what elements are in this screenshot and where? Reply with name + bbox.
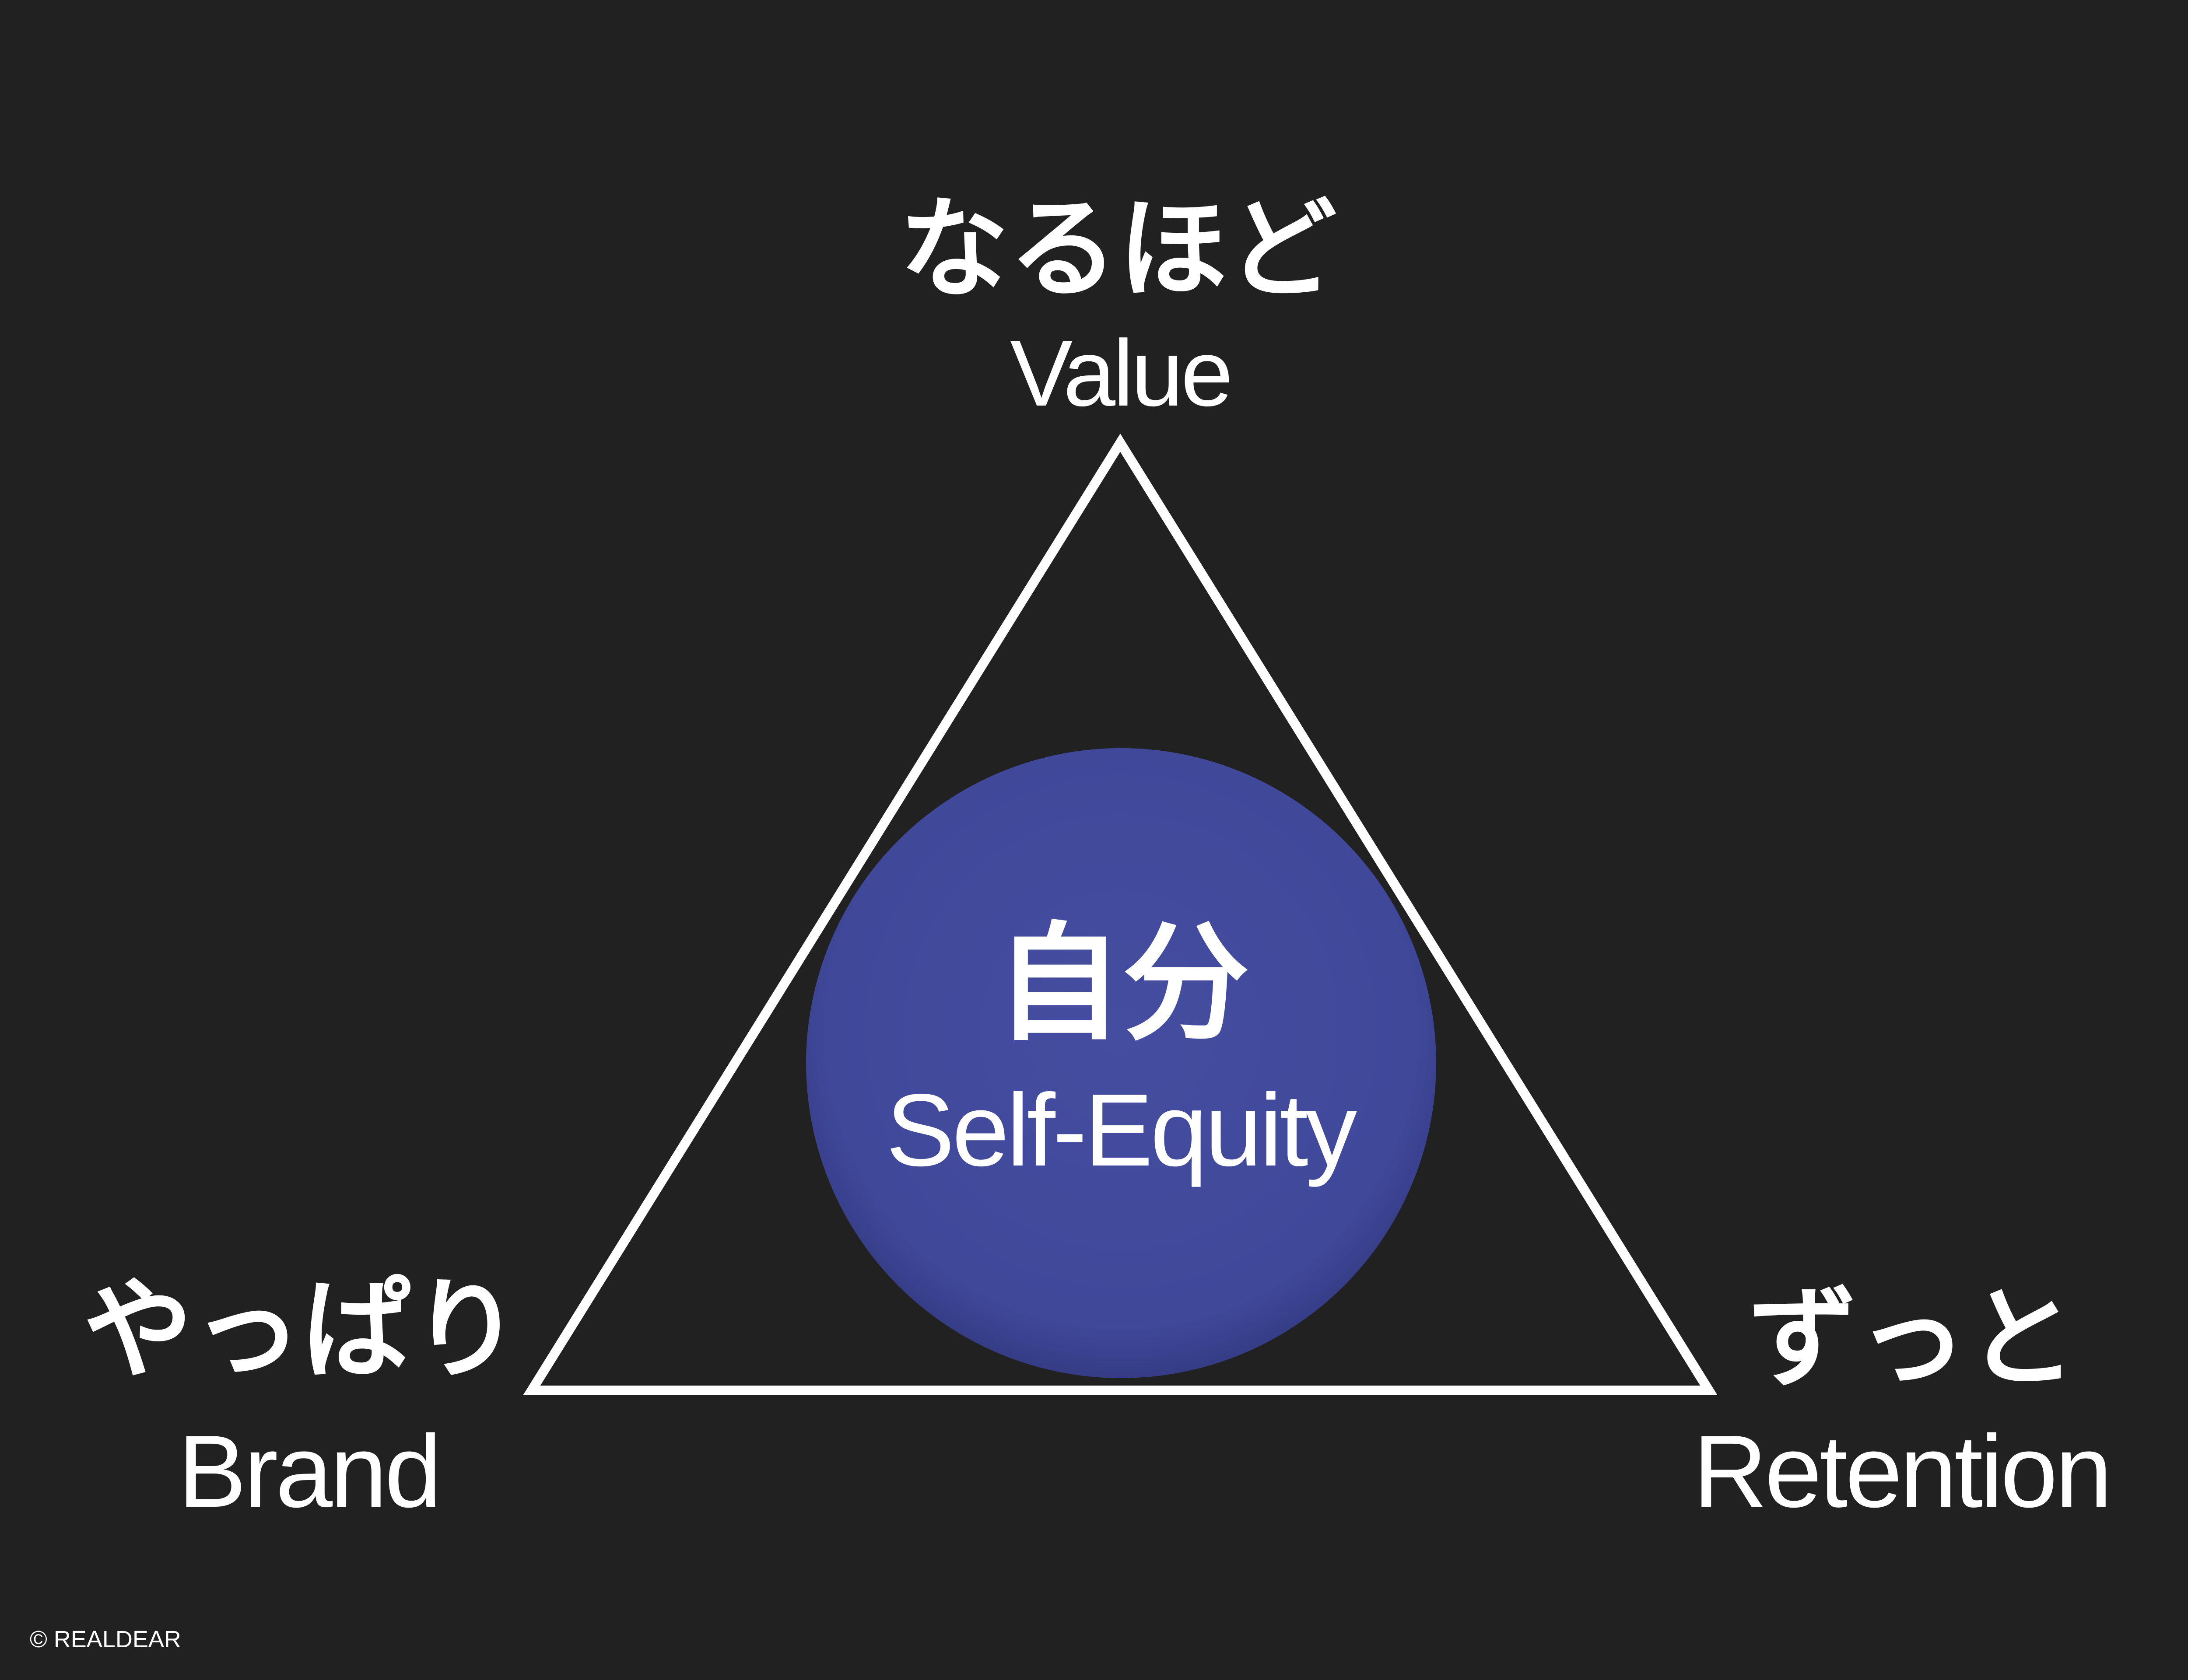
self-jp-label: 自分 [996,910,1249,1058]
retention-jp-label: ずっと [1748,1275,2076,1402]
retention-en-label: Retention [1693,1414,2112,1529]
brand-en-label: Brand [178,1414,442,1529]
copyright-text: © REALDEAR [30,1626,181,1652]
brand-jp-label: やっぱり [83,1266,521,1393]
value-en-label: Value [1010,320,1233,426]
self-equity-en-label: Self-Equity [886,1072,1357,1187]
value-jp-label: なるほど [899,186,1337,313]
self-equity-circle [806,748,1436,1378]
triangle-outline [523,434,1718,1395]
